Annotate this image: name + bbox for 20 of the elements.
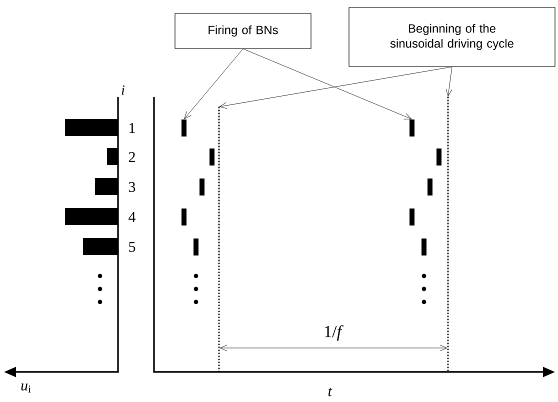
arrow [184, 48, 244, 120]
dotted-line [218, 106, 220, 372]
row-number: 3 [128, 182, 136, 192]
axis-label: u$_{i}$ [21, 383, 31, 392]
arrow [219, 66, 452, 109]
firing-mark [182, 120, 186, 136]
arrow [242, 48, 412, 120]
axis-label: t [328, 388, 332, 396]
row-number: 5 [129, 242, 136, 252]
callout-box: Beginning of the sinusoidal driving cycle [348, 7, 556, 67]
row-number: 2 [128, 152, 135, 162]
dimension-arrow [220, 344, 448, 352]
axis-label: i [122, 85, 125, 95]
row-number: 1 [130, 123, 135, 133]
row-number: 4 [128, 212, 136, 222]
edge-label: 1/f [325, 325, 344, 341]
firing-mark [410, 120, 414, 136]
arrow [446, 66, 452, 96]
callout-box: Firing of BNs [174, 13, 312, 49]
dotted-line [447, 96, 449, 372]
